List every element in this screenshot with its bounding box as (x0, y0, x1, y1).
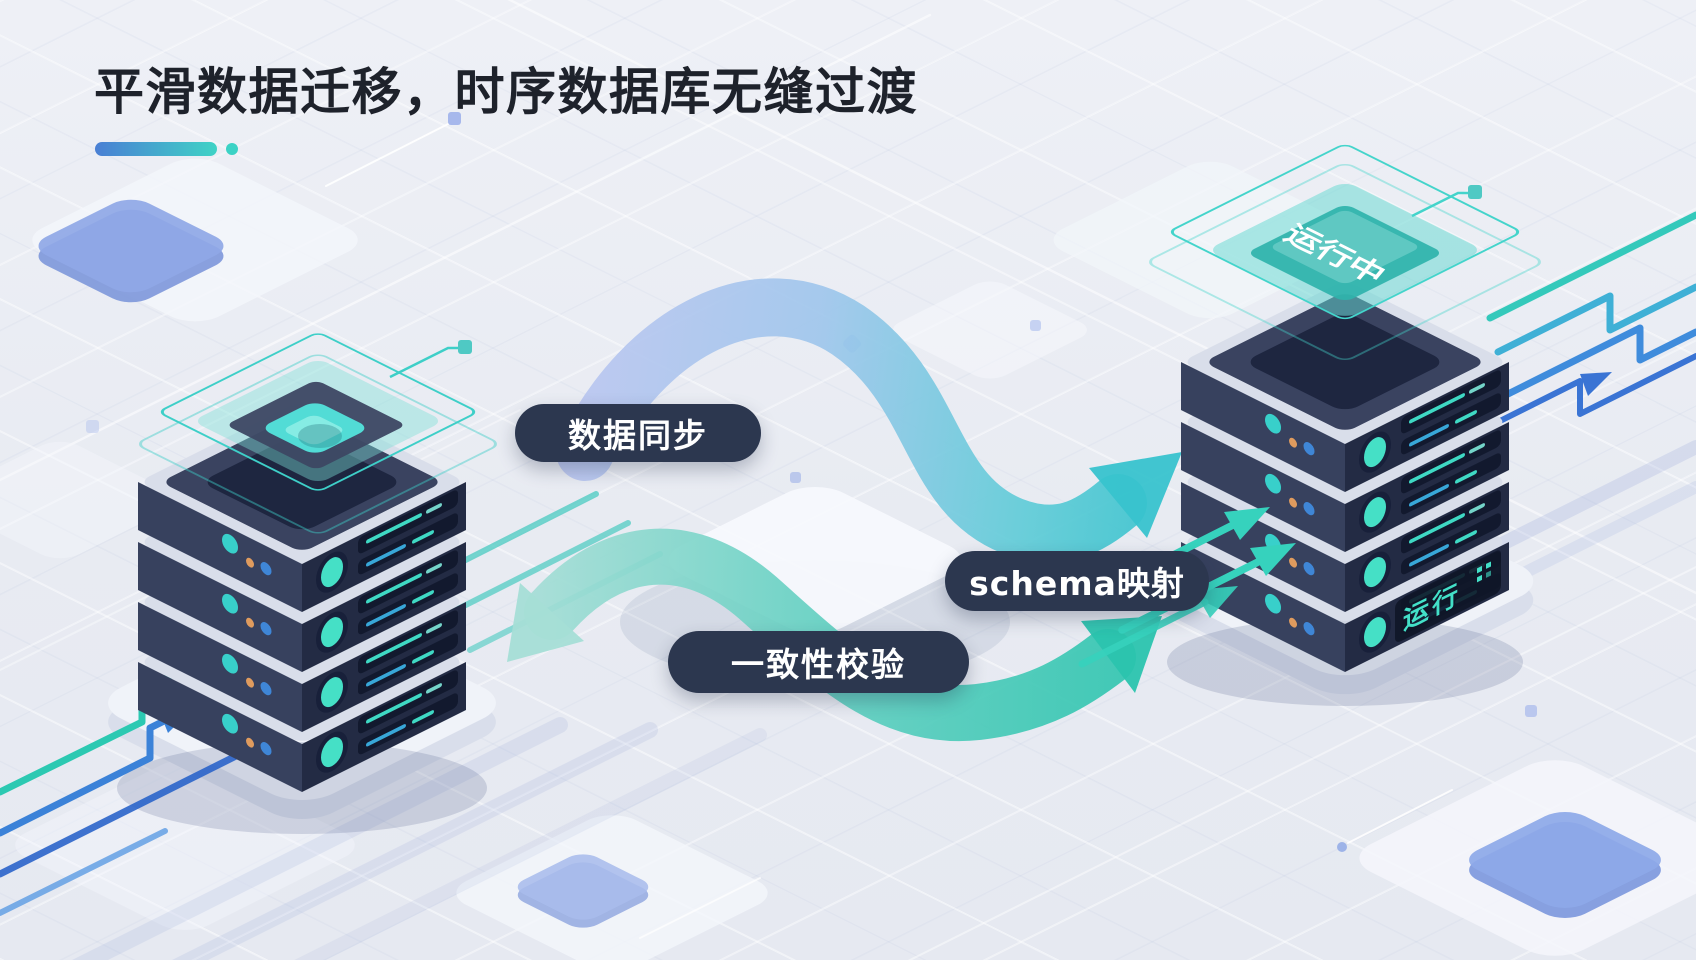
target-server: 运行 运行中 (1149, 144, 1541, 672)
title-accent-bar (95, 142, 217, 156)
flow-badge-schema: schema映射 (945, 551, 1209, 611)
source-chip (139, 333, 497, 534)
title-accent-dot (226, 143, 238, 155)
flow-badge-schema-label: schema映射 (969, 564, 1185, 603)
tile-blue-bottom-center (517, 854, 649, 928)
chip-node-square (458, 340, 472, 354)
tile-blue-bottom-right (1469, 812, 1661, 918)
return-arrowhead (507, 583, 584, 662)
sync-arrowhead (1089, 452, 1182, 538)
tile-blue-top-left (38, 199, 224, 303)
flow-badge-consistency-label: 一致性校验 (731, 645, 906, 684)
page-title: 平滑数据迁移，时序数据库无缝过渡 (94, 63, 918, 121)
tile-connector-traces (325, 121, 1453, 939)
flow-badge-sync-label: 数据同步 (568, 416, 708, 455)
flow-badge-sync: 数据同步 (515, 404, 761, 462)
chip-node-square (1468, 185, 1482, 199)
target-status-chip: 运行中 (1149, 144, 1541, 360)
ground-stripes (72, 440, 1696, 960)
sync-ribbon-arrow (556, 278, 1182, 563)
circuit-lines-right (1479, 211, 1696, 433)
source-server (137, 333, 497, 792)
decor-tiles (0, 112, 1696, 960)
flow-badge-consistency: 一致性校验 (668, 631, 969, 693)
